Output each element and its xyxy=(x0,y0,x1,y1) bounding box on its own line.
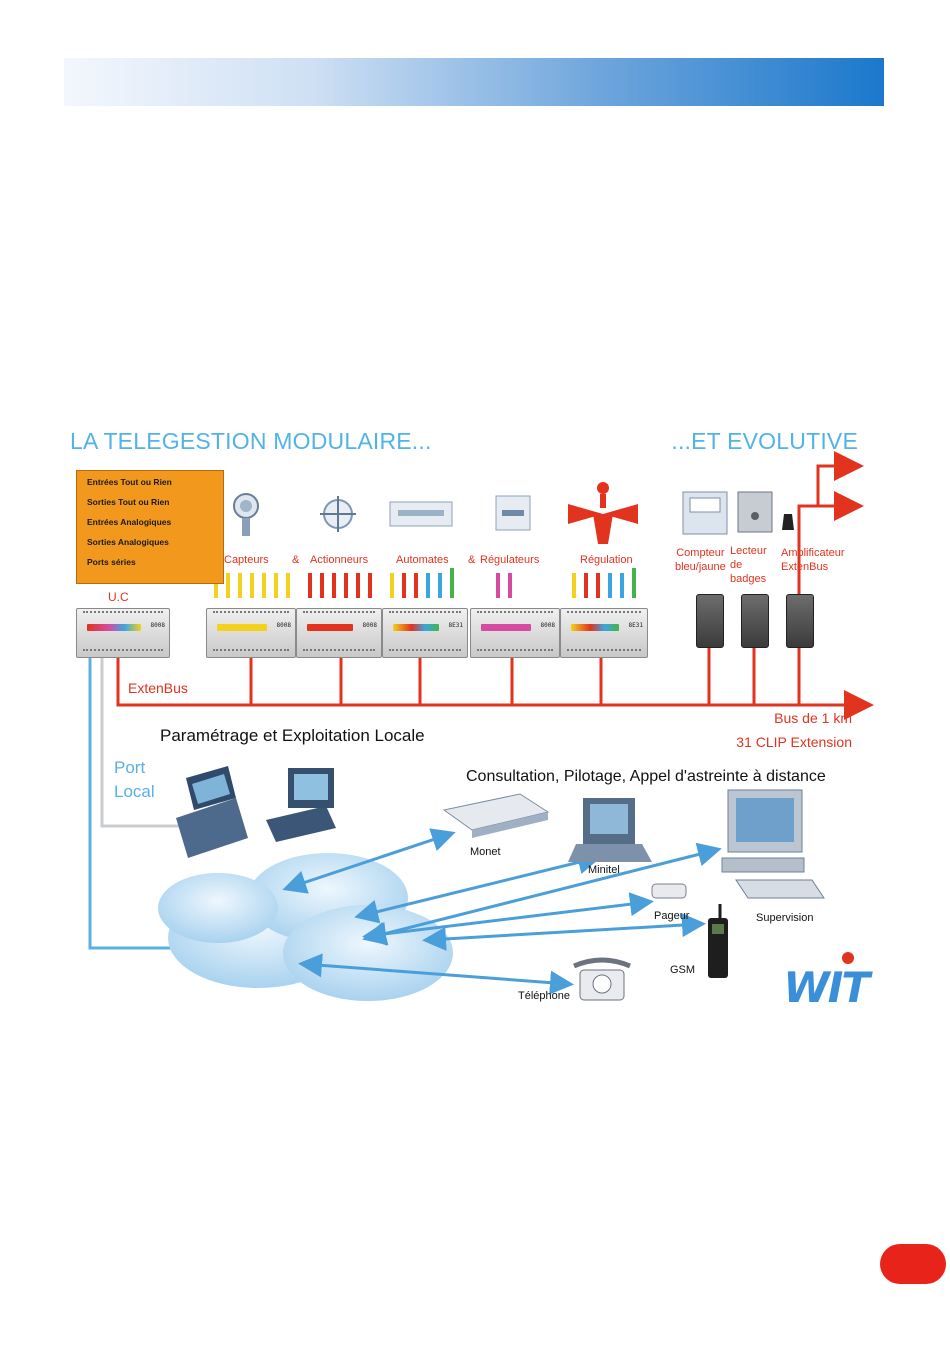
pageur-icon xyxy=(651,883,687,899)
pageur-label: Pageur xyxy=(654,910,690,922)
lecteur-label-line: de xyxy=(730,559,743,571)
local-title: Paramétrage et Exploitation Locale xyxy=(160,726,425,745)
clip-extension-label: 31 CLIP Extension xyxy=(736,734,852,750)
lecteur-interface-box xyxy=(741,594,769,648)
amplificateur-label-line: ExtenBus xyxy=(781,561,829,573)
remote-title: Consultation, Pilotage, Appel d'astreint… xyxy=(466,768,826,785)
module-code: 8008 xyxy=(362,622,377,629)
compteur-interface-box xyxy=(696,594,724,648)
minitel-label: Minitel xyxy=(588,864,620,876)
automates-arrows xyxy=(390,568,454,598)
lecteur-badges-label: Lecteur de badges xyxy=(730,544,767,586)
capteurs-module: 8008 xyxy=(206,608,296,658)
regulation-module: 8E31 xyxy=(560,608,648,658)
regulation-arrows xyxy=(572,568,636,598)
port-local-label: Port Local xyxy=(114,756,155,804)
compteur-icon xyxy=(682,491,728,535)
gsm-label: GSM xyxy=(670,964,696,976)
regulateur-icon xyxy=(495,495,531,531)
capteurs-label: Capteurs xyxy=(224,554,269,566)
compteur-label-line: Compteur xyxy=(676,547,725,559)
module-code: 8008 xyxy=(150,622,165,629)
regulateurs-arrows xyxy=(496,573,512,598)
page-badge xyxy=(880,1244,946,1284)
lecteur-badges-icon xyxy=(737,491,773,533)
regulateurs-label: Régulateurs xyxy=(480,554,540,566)
port-local-line xyxy=(100,658,188,828)
extenbus-label: ExtenBus xyxy=(128,680,188,696)
diagram-title-left: LA TELEGESTION MODULAIRE... xyxy=(70,428,432,454)
regulateurs-module: 8008 xyxy=(470,608,560,658)
telephone-icon xyxy=(573,957,631,1001)
capteurs-arrows xyxy=(214,573,290,598)
bus-length-label: Bus de 1 km xyxy=(774,710,852,726)
ampersand-label: & xyxy=(468,554,476,566)
port-local-line: Local xyxy=(114,782,155,801)
lecteur-label-line: Lecteur xyxy=(730,545,767,557)
header-band xyxy=(64,58,884,106)
regulation-valve-icon xyxy=(568,482,638,544)
capteur-icon xyxy=(233,493,259,536)
extenbus-line xyxy=(116,658,874,720)
module-code: 8008 xyxy=(276,622,291,629)
automates-label: Automates xyxy=(396,554,449,566)
io-legend: Entrées Tout ou Rien Sorties Tout ou Rie… xyxy=(76,470,224,584)
supervision-label: Supervision xyxy=(756,912,814,924)
amplificateur-interface-box xyxy=(786,594,814,648)
logo-dot xyxy=(842,952,854,964)
diagram-graphics xyxy=(88,451,874,1001)
uc-label: U.C xyxy=(108,590,129,604)
legend-item: Entrées Tout ou Rien xyxy=(87,477,172,487)
badge-icon xyxy=(782,514,794,530)
laptop-icon xyxy=(266,768,336,842)
legend-item: Entrées Analogiques xyxy=(87,517,172,527)
legend-item: Ports séries xyxy=(87,557,136,567)
telephone-label: Téléphone xyxy=(518,990,570,1002)
module-code: 8E31 xyxy=(628,622,643,629)
compteur-label-line: bleu/jaune xyxy=(675,561,726,573)
actionneur-icon xyxy=(320,496,356,532)
ampersand-label: & xyxy=(292,554,300,566)
uc-module: 8008 xyxy=(76,608,170,658)
automates-module: 8E31 xyxy=(382,608,468,658)
amplificateur-label: Amplificateur ExtenBus xyxy=(781,546,845,574)
remote-line xyxy=(88,658,178,950)
monet-modem-icon xyxy=(442,793,550,838)
module-code: 8008 xyxy=(540,622,555,629)
port-local-line: Port xyxy=(114,758,146,777)
telegestion-diagram: LA TELEGESTION MODULAIRE... ...ET EVOLUT… xyxy=(68,418,876,1022)
lecteur-label-line: badges xyxy=(730,573,767,585)
compteur-label: Compteur bleu/jaune xyxy=(675,546,726,574)
actionneurs-arrows xyxy=(308,573,372,598)
amplificateur-label-line: Amplificateur xyxy=(781,547,845,559)
portable-terminal-icon xyxy=(176,766,248,858)
legend-item: Sorties Tout ou Rien xyxy=(87,497,170,507)
supervision-computer-icon xyxy=(721,789,825,899)
diagram-title-right: ...ET EVOLUTIVE xyxy=(671,428,858,454)
actionneurs-module: 8008 xyxy=(296,608,382,658)
monet-label: Monet xyxy=(470,846,501,858)
gsm-phone-icon xyxy=(708,904,728,978)
minitel-icon xyxy=(568,798,652,862)
legend-item: Sorties Analogiques xyxy=(87,537,169,547)
automate-icon xyxy=(389,501,453,527)
regulation-label: Régulation xyxy=(580,554,633,566)
extension-arrow xyxy=(816,451,864,506)
wit-logo: WIT xyxy=(783,963,870,1012)
extension-arrow xyxy=(797,491,864,594)
actionneurs-label: Actionneurs xyxy=(310,554,369,566)
module-code: 8E31 xyxy=(448,622,463,629)
